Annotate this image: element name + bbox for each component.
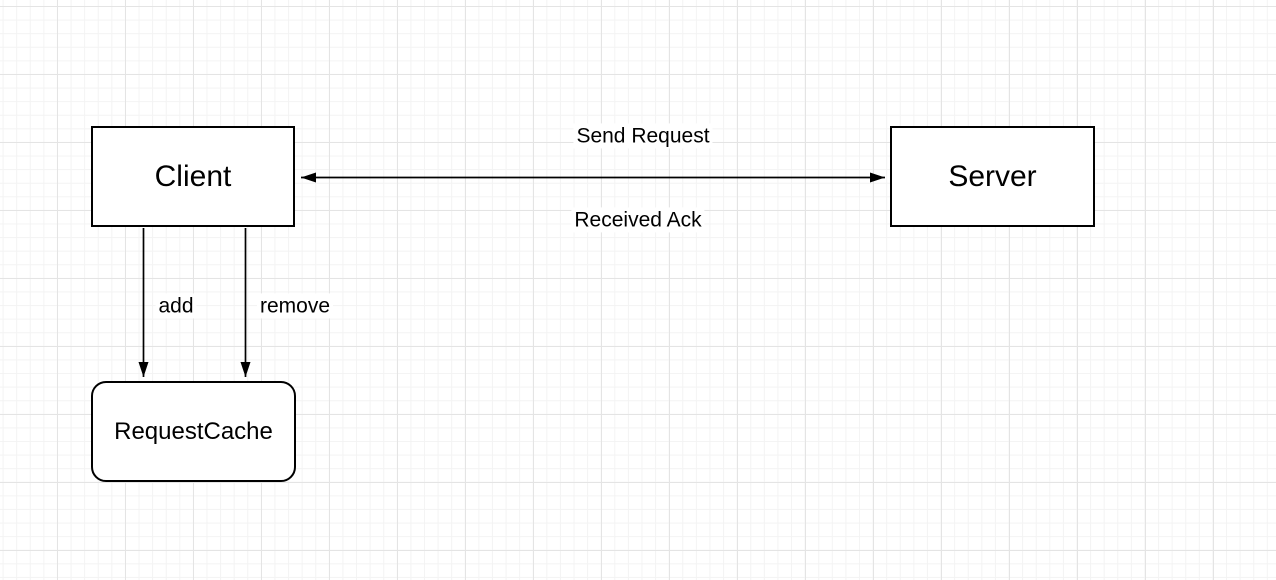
edge-label-add[interactable]: add [155, 293, 197, 319]
node-server-label: Server [948, 159, 1037, 193]
node-client-label: Client [154, 159, 232, 193]
node-request-cache-label: RequestCache [114, 417, 273, 445]
edge-label-send-request[interactable]: Send Request [573, 123, 713, 149]
edge-label-remove[interactable]: remove [256, 293, 334, 319]
node-client[interactable]: Client [91, 126, 295, 227]
edge-label-received-ack[interactable]: Received Ack [571, 207, 705, 233]
node-server[interactable]: Server [890, 126, 1095, 227]
node-request-cache[interactable]: RequestCache [91, 381, 296, 482]
